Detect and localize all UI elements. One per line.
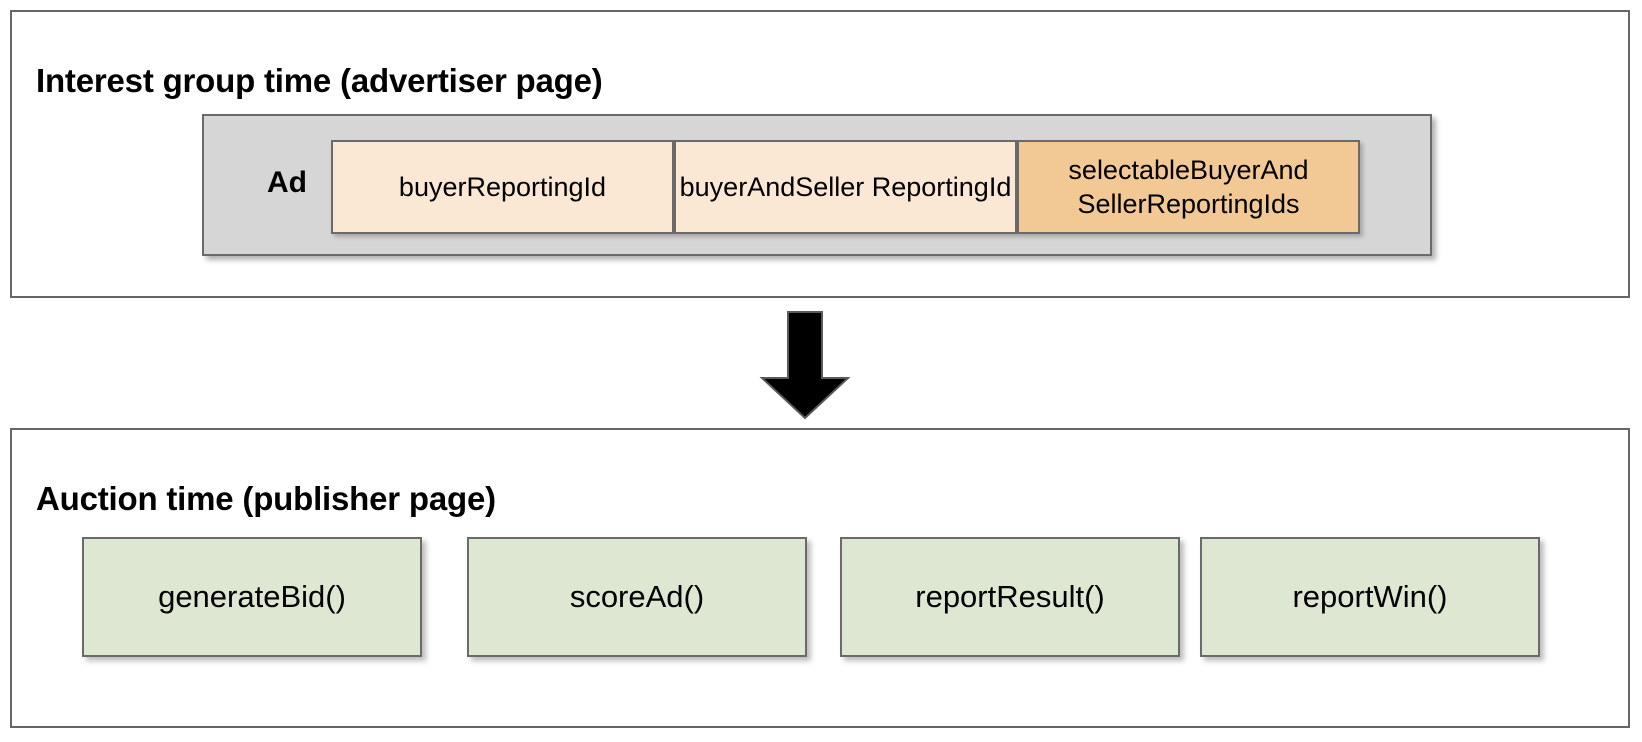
function-box-label: reportWin() [1292,579,1448,614]
publisher-panel: Auction time (publisher page) generateBi… [10,428,1630,728]
publisher-panel-title: Auction time (publisher page) [36,480,496,518]
function-box-report-result: reportResult() [840,537,1180,657]
advertiser-panel-title: Interest group time (advertiser page) [36,62,603,100]
reporting-id-box-label: buyerAndSeller ReportingId [679,172,1012,202]
function-box-report-win: reportWin() [1200,537,1540,657]
reporting-id-box-label: selectableBuyerAnd SellerReportingIds [1068,155,1309,219]
arrow-down-icon [755,310,855,420]
reporting-id-box-buyer-reporting-id: buyerReportingId [331,140,674,234]
advertiser-panel: Interest group time (advertiser page) Ad… [10,10,1630,298]
ad-group-container: Ad buyerReportingId buyerAndSeller Repor… [202,114,1432,256]
reporting-id-box-label: buyerReportingId [398,172,607,202]
function-box-label: reportResult() [915,579,1105,614]
function-box-generate-bid: generateBid() [82,537,422,657]
function-box-label: scoreAd() [569,579,705,614]
ad-group-label: Ad [267,166,307,199]
reporting-id-box-selectable-buyer-and-seller-reporting-ids: selectableBuyerAnd SellerReportingIds [1017,140,1360,234]
function-box-score-ad: scoreAd() [467,537,807,657]
reporting-id-box-buyer-and-seller-reporting-id: buyerAndSeller ReportingId [674,140,1017,234]
function-box-label: generateBid() [158,579,346,614]
